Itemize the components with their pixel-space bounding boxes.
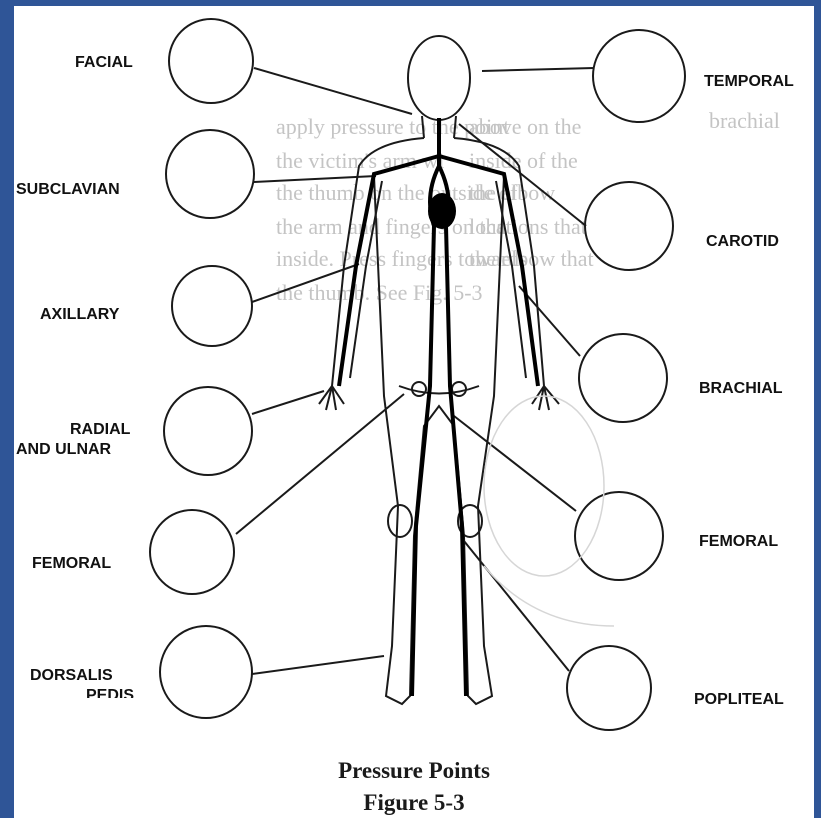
femoral-left-inset <box>150 510 234 594</box>
label-subclavian: SUBCLAVIAN <box>16 180 120 199</box>
label-carotid: CAROTID <box>706 232 779 251</box>
label-axillary: AXILLARY <box>40 305 119 324</box>
femoral-right-inset <box>575 492 663 580</box>
axillary-inset <box>172 266 252 346</box>
label-and-ulnar: AND ULNAR <box>16 440 111 459</box>
radial-ulnar-inset <box>164 387 252 475</box>
figure-panel: brachial above on the apply pressure to … <box>14 6 814 818</box>
label-brachial: BRACHIAL <box>699 379 783 398</box>
label-femoral-right: FEMORAL <box>699 532 778 551</box>
dorsalis-pedis-inset <box>160 626 252 718</box>
carotid-inset <box>585 182 673 270</box>
label-popliteal: POPLITEAL <box>694 690 784 709</box>
facial-inset <box>169 19 253 103</box>
label-facial: FACIAL <box>75 53 133 72</box>
label-dorsalis: DORSALIS <box>30 666 113 685</box>
temporal-inset <box>593 30 685 122</box>
label-femoral-left: FEMORAL <box>32 554 111 573</box>
popliteal-inset <box>567 646 651 730</box>
brachial-inset <box>579 334 667 422</box>
label-temporal: TEMPORAL <box>704 72 814 91</box>
label-radial: RADIAL <box>70 420 130 439</box>
label-pedis: PEDIS <box>86 686 134 698</box>
subclavian-inset <box>166 130 254 218</box>
caption-title: Pressure Points <box>14 758 814 784</box>
caption-figure: Figure 5-3 <box>14 790 814 816</box>
